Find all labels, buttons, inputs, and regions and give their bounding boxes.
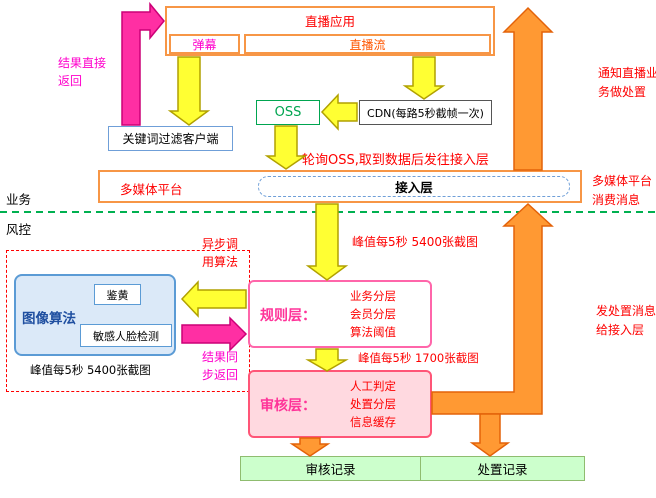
arrow-access-to-rule	[305, 203, 349, 281]
dispose-message-note: 发处置消息给接入层	[596, 304, 656, 338]
review-layer-box: 审核层： 人工判定 处置分层 信息缓存	[248, 370, 432, 438]
platform-box: 多媒体平台 接入层	[98, 170, 582, 203]
arrow-oss-to-platform	[264, 125, 308, 170]
review-layer-items: 人工判定 处置分层 信息缓存	[350, 378, 396, 431]
review-item: 处置分层	[350, 396, 396, 411]
peak-1700-note: 峰值每5秒 1700张截图	[358, 351, 479, 365]
rule-layer-label: 规则层：	[260, 308, 316, 324]
arrow-notify-live-app	[502, 6, 554, 171]
face-detect-box: 敏感人脸检测	[80, 324, 172, 347]
image-algo-label: 图像算法	[22, 311, 76, 327]
sync-return-note: 结果同步返回	[202, 350, 239, 382]
porn-detect-box: 鉴黄	[94, 284, 141, 305]
keyword-filter-box: 关键词过滤客户端	[108, 126, 233, 151]
oss-box: OSS	[256, 100, 320, 125]
review-layer-label: 审核层：	[260, 398, 316, 414]
rule-layer-items: 业务分层 会员分层 算法阈值	[350, 288, 396, 341]
peak-5400-note: 峰值每5秒 5400张截图	[352, 235, 478, 249]
dispose-record-box: 处置记录	[420, 456, 585, 481]
review-record-box: 审核记录	[240, 456, 421, 481]
platform-label: 多媒体平台	[120, 182, 183, 197]
zone-business-label: 业务	[6, 192, 32, 207]
async-call-note: 异步调用算法	[202, 237, 239, 269]
cdn-box: CDN(每路5秒截帧一次)	[359, 100, 492, 125]
review-item: 信息缓存	[350, 414, 396, 429]
arrow-cdn-to-oss	[320, 93, 358, 131]
live-stream-box: 直播流	[244, 34, 491, 54]
arrow-filter-result-to-live-app	[121, 1, 165, 126]
access-layer-box: 接入层	[258, 176, 570, 197]
arrow-review-to-review-record	[289, 437, 331, 457]
result-return-note: 结果直接返回	[58, 56, 107, 88]
live-app-box: 直播应用 弹幕 直播流	[165, 6, 495, 56]
notify-live-app-note: 通知直播业务做处置	[598, 66, 656, 100]
review-item: 人工判定	[350, 379, 396, 393]
danmaku-box: 弹幕	[169, 34, 240, 54]
zone-risk-label: 风控	[6, 222, 32, 237]
image-algo-box: 图像算法 鉴黄 敏感人脸检测	[14, 274, 176, 356]
rule-item: 业务分层	[350, 289, 396, 303]
live-app-label: 直播应用	[304, 14, 355, 29]
rule-item: 会员分层	[350, 306, 396, 321]
arrow-stream-to-cdn	[402, 56, 446, 100]
arrow-to-dispose-record	[469, 413, 511, 457]
arrow-danmaku-to-filter	[167, 56, 211, 126]
rule-item: 算法阈值	[350, 324, 396, 339]
platform-consume-note: 多媒体平台消费消息	[592, 174, 653, 208]
poll-oss-note: 轮询OSS,取到数据后发往接入层	[302, 153, 489, 168]
peak-5400-inner-note: 峰值每5秒 5400张截图	[30, 363, 151, 377]
rule-layer-box: 规则层： 业务分层 会员分层 算法阈值	[248, 280, 432, 348]
arrow-rule-to-review	[305, 348, 349, 372]
